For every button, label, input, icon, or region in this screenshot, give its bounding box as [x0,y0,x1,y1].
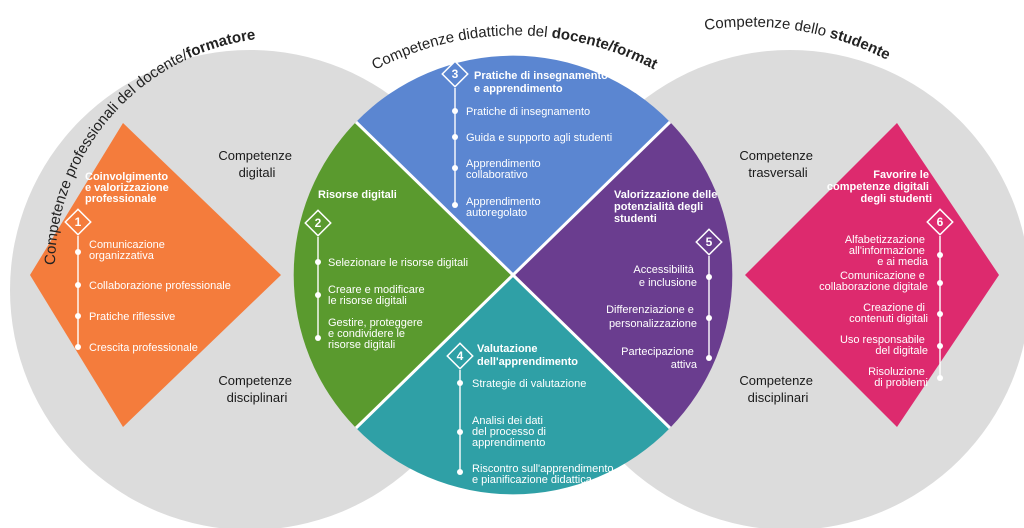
section-6-title: Favorire le competenze digitali degli st… [827,169,932,205]
triangle-1-orange [30,123,281,427]
label-competenze-digitali: Competenze digitali [218,148,295,180]
s4-item: Analisi dei dati del processo di apprend… [472,415,549,449]
s6-item: Alfabetizzazione all'informazione e ai m… [845,234,929,268]
section-4-title: Valutazione dell'apprendimento [477,343,578,368]
quadrant-5-purple [513,122,733,428]
label-competenze-disciplinari-left: Competenze disciplinari [218,373,295,405]
section-6-number-diamond [926,208,954,236]
s1-item: Pratiche riflessive [89,311,175,323]
quadrant-4-teal [356,275,670,495]
s1-item: Collaborazione professionale [89,280,231,292]
s5-item: Accessibilità e inclusione [633,264,697,289]
s4-item: Strategie di valutazione [472,378,586,390]
s6-item: Comunicazione e collaborazione digitale [819,270,928,293]
section-3-number-diamond [441,60,469,88]
section-3-teaching-learning: 3 Pratiche di insegnamento e apprendimen… [441,60,612,219]
s3-item: Pratiche di insegnamento [466,106,590,118]
section-1-title: Coinvolgimento e valorizzazione professi… [85,171,172,205]
section-5-empowering-learners: Valorizzazione delle potenzialità degli … [606,189,723,371]
s2-item: Gestire, proteggere e condividere le ris… [328,317,426,351]
s6-item: Uso responsabile del digitale [840,334,928,357]
section-4-assessment: 4 Valutazione dell'apprendimento Strateg… [446,342,617,486]
section-3-title: Pratiche di insegnamento e apprendimento [474,70,611,95]
s5-item: Partecipazione attiva [621,346,698,371]
label-competenze-trasversali: Competenze trasversali [739,148,816,180]
s5-item: Differenziazione e personalizzazione [606,304,697,330]
section-2-title: Risorse digitali [318,189,397,201]
section-2-number-diamond [304,209,332,237]
triangle-6-magenta [745,123,999,427]
s2-item: Creare e modificare le risorse digitali [328,284,428,307]
section-1-number-diamond [64,208,92,236]
s3-item: Apprendimento autoregolato [466,196,544,219]
s1-item: Comunicazione organizzativa [89,239,168,262]
section-2-digital-resources: Risorse digitali 2 Selezionare le risors… [304,189,468,351]
section-4-number-diamond [446,342,474,370]
section-6-learners-digital-competence: Favorire le competenze digitali degli st… [819,169,954,389]
section-1-number: 1 [75,215,82,229]
label-competenze-disciplinari-right: Competenze disciplinari [739,373,816,405]
section-6-number: 6 [937,215,944,229]
s4-item: Riscontro sull'apprendimento e pianifica… [472,463,617,486]
s2-item: Selezionare le risorse digitali [328,257,468,269]
section-2-number: 2 [315,216,322,230]
section-4-number: 4 [457,349,464,363]
section-5-number: 5 [706,235,713,249]
s6-item: Creazione di contenuti digitali [849,302,928,325]
s6-item: Risoluzione di problemi [868,366,928,389]
quadrant-2-green [293,122,513,428]
section-1-engagement: Coinvolgimento e valorizzazione professi… [64,171,231,354]
divider [354,120,672,430]
s1-item: Crescita professionale [89,342,198,354]
quadrant-3-blue [356,55,670,276]
s3-item: Apprendimento collaborativo [466,158,544,181]
section-5-number-diamond [695,228,723,256]
section-3-number: 3 [452,67,459,81]
s3-item: Guida e supporto agli studenti [466,132,612,144]
section-5-title: Valorizzazione delle potenzialità degli … [614,189,720,225]
